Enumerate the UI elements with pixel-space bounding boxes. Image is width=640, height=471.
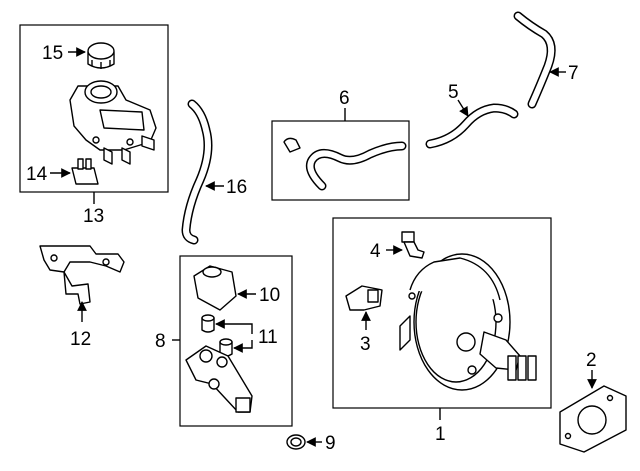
hose-5-part — [425, 103, 519, 149]
hose-6-part — [283, 137, 407, 191]
callout-7: 7 — [568, 63, 579, 84]
brake-fluid-reservoir-part — [69, 80, 157, 165]
leader-5 — [457, 99, 469, 117]
callout-11: 11 — [258, 327, 278, 348]
bracket-12-part — [39, 245, 125, 305]
callout-16: 16 — [226, 177, 247, 198]
brake-booster-part — [399, 253, 537, 391]
callout-10: 10 — [259, 285, 280, 306]
callout-1: 1 — [435, 424, 446, 445]
leader-11 — [215, 319, 253, 334]
fluid-level-sensor-part — [71, 158, 99, 185]
callout-2: 2 — [586, 350, 597, 371]
callout-14: 14 — [26, 164, 48, 185]
leader-11b — [233, 340, 253, 353]
callout-13: 13 — [83, 206, 104, 227]
callout-9: 9 — [325, 433, 336, 454]
booster-gasket-2-part — [559, 385, 627, 453]
callout-3: 3 — [360, 334, 371, 355]
reservoir-cap-part — [87, 42, 115, 69]
o-ring-9-part — [286, 434, 306, 450]
grommets-11-part — [201, 314, 233, 357]
reservoir-seal-10-part — [193, 265, 237, 311]
group-box-1 — [332, 217, 552, 409]
callout-5: 5 — [448, 82, 459, 103]
group-box-6 — [271, 120, 410, 201]
hose-7-part — [513, 11, 556, 109]
callout-12: 12 — [70, 329, 91, 350]
callout-4: 4 — [370, 241, 381, 262]
hose-16-part — [181, 99, 213, 245]
sensor-3-part — [345, 285, 383, 311]
callout-15: 15 — [42, 43, 63, 64]
callout-6: 6 — [339, 88, 350, 109]
callout-8: 8 — [155, 331, 166, 352]
group-box-8 — [179, 255, 293, 427]
master-cylinder-part — [185, 345, 253, 413]
check-valve-4-part — [401, 231, 425, 259]
